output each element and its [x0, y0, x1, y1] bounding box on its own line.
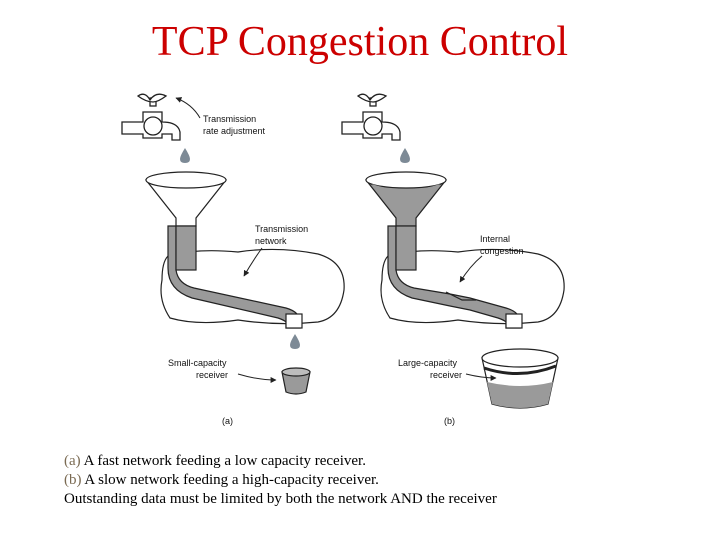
caption-line-c: Outstanding data must be limited by both…	[64, 491, 497, 507]
drop-a2-icon	[290, 334, 300, 349]
callout-internal-line1: Internal	[480, 234, 510, 244]
panel-a: Transmission rate adjustment Transmissio…	[121, 93, 345, 426]
caption-line-a: (a) A fast network feeding a low capacit…	[64, 452, 684, 471]
callout-network-line2: network	[255, 236, 287, 246]
caption-text-b: A slow network feeding a high-capacity r…	[81, 472, 379, 488]
caption: (a) A fast network feeding a low capacit…	[64, 452, 684, 509]
network-blob-b	[380, 248, 565, 325]
small-receiver-cup-icon	[281, 367, 311, 395]
callout-network-line1: Transmission	[255, 224, 308, 234]
slide-title: TCP Congestion Control	[151, 19, 569, 65]
callout-receiver-b-line2: receiver	[430, 370, 462, 380]
panel-a-label: (a)	[222, 416, 233, 426]
callout-tap-line1: Transmission	[203, 114, 256, 124]
caption-text-a: A fast network feeding a low capacity re…	[80, 453, 366, 469]
callout-receiver-b-line1: Large-capacity	[398, 358, 458, 368]
callout-tap-line2: rate adjustment	[203, 126, 266, 136]
caption-mark-a: (a)	[64, 453, 81, 469]
callout-receiver-a-line2: receiver	[196, 370, 228, 380]
panel-b: Internal congestion Large-capacity recei…	[341, 93, 565, 426]
caption-line-b: (b) A slow network feeding a high-capaci…	[64, 471, 684, 490]
faucet-b-icon	[341, 93, 401, 141]
drop-a-icon	[180, 148, 190, 163]
large-receiver-bucket-icon	[481, 348, 559, 409]
faucet-a-icon	[121, 93, 181, 141]
callout-internal-line2: congestion	[480, 246, 524, 256]
network-blob-a	[160, 248, 345, 325]
callout-receiver-a-line1: Small-capacity	[168, 358, 227, 368]
caption-mark-b: (b)	[64, 472, 82, 488]
drop-b-icon	[400, 148, 410, 163]
panel-b-label: (b)	[444, 416, 455, 426]
